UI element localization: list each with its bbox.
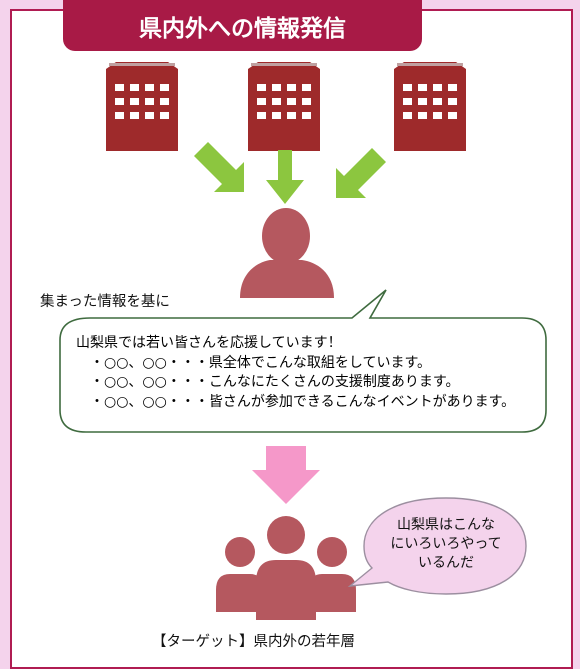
speech-line: にいろいろやって: [390, 536, 502, 552]
bubble-item: ・○○、○○・・・県全体でこんな取組をしています。: [90, 354, 432, 371]
arrow-icon: [266, 150, 304, 204]
target-label: 【ターゲット】県内外の若年層: [152, 634, 355, 650]
bubble-lead: 山梨県では若い皆さんを応援しています！: [76, 335, 342, 351]
title-banner: 県内外への情報発信: [63, 0, 422, 51]
arrow-icon: [252, 446, 320, 504]
bubble-text: 山梨県では若い皆さんを応援しています！ ・○○、○○・・・県全体でこんな取組をし…: [76, 334, 515, 412]
gather-label: 集まった情報を基に: [40, 294, 170, 310]
group-icon: [216, 516, 356, 620]
speech-line: いるんだ: [418, 555, 474, 571]
speech-line: 山梨県はこんな: [397, 517, 495, 533]
speech-bubble: [347, 497, 527, 595]
speech-text: 山梨県はこんな にいろいろやって いるんだ: [382, 516, 510, 573]
person-icon: [240, 208, 334, 298]
building-icon: [394, 62, 466, 151]
arrow-icon: [194, 142, 244, 192]
building-icon: [106, 62, 178, 151]
bubble-item: ・○○、○○・・・皆さんが参加できるこんなイベントがあります。: [90, 393, 516, 410]
arrow-icon: [336, 148, 386, 198]
building-icon: [248, 62, 320, 151]
bubble-item: ・○○、○○・・・こんなにたくさんの支援制度あります。: [90, 374, 460, 390]
info-bubble: [59, 289, 547, 433]
